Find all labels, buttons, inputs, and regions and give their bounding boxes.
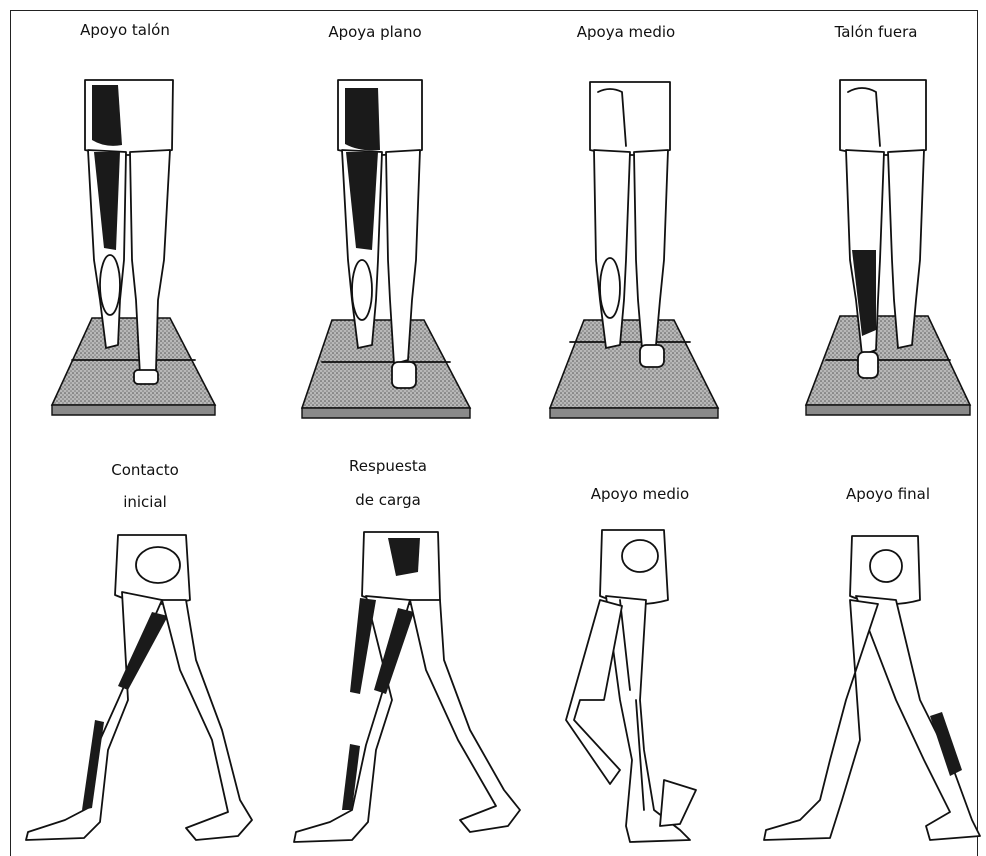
platform-edge-4	[806, 405, 970, 415]
platform-1	[52, 318, 215, 405]
platform-edge-1	[52, 405, 215, 415]
posterior-figure-4	[806, 80, 970, 415]
posterior-figure-2	[302, 80, 470, 418]
platform-edge-2	[302, 408, 470, 418]
platform-3	[550, 320, 718, 408]
lateral-figure-3	[566, 530, 696, 842]
lateral-figure-2	[294, 532, 520, 842]
lateral-figure-4	[764, 536, 980, 840]
platform-edge-3	[550, 408, 718, 418]
lateral-figure-1	[26, 535, 252, 840]
platform-2	[302, 320, 470, 408]
posterior-figure-3	[550, 82, 718, 418]
posterior-figure-1	[52, 80, 215, 415]
